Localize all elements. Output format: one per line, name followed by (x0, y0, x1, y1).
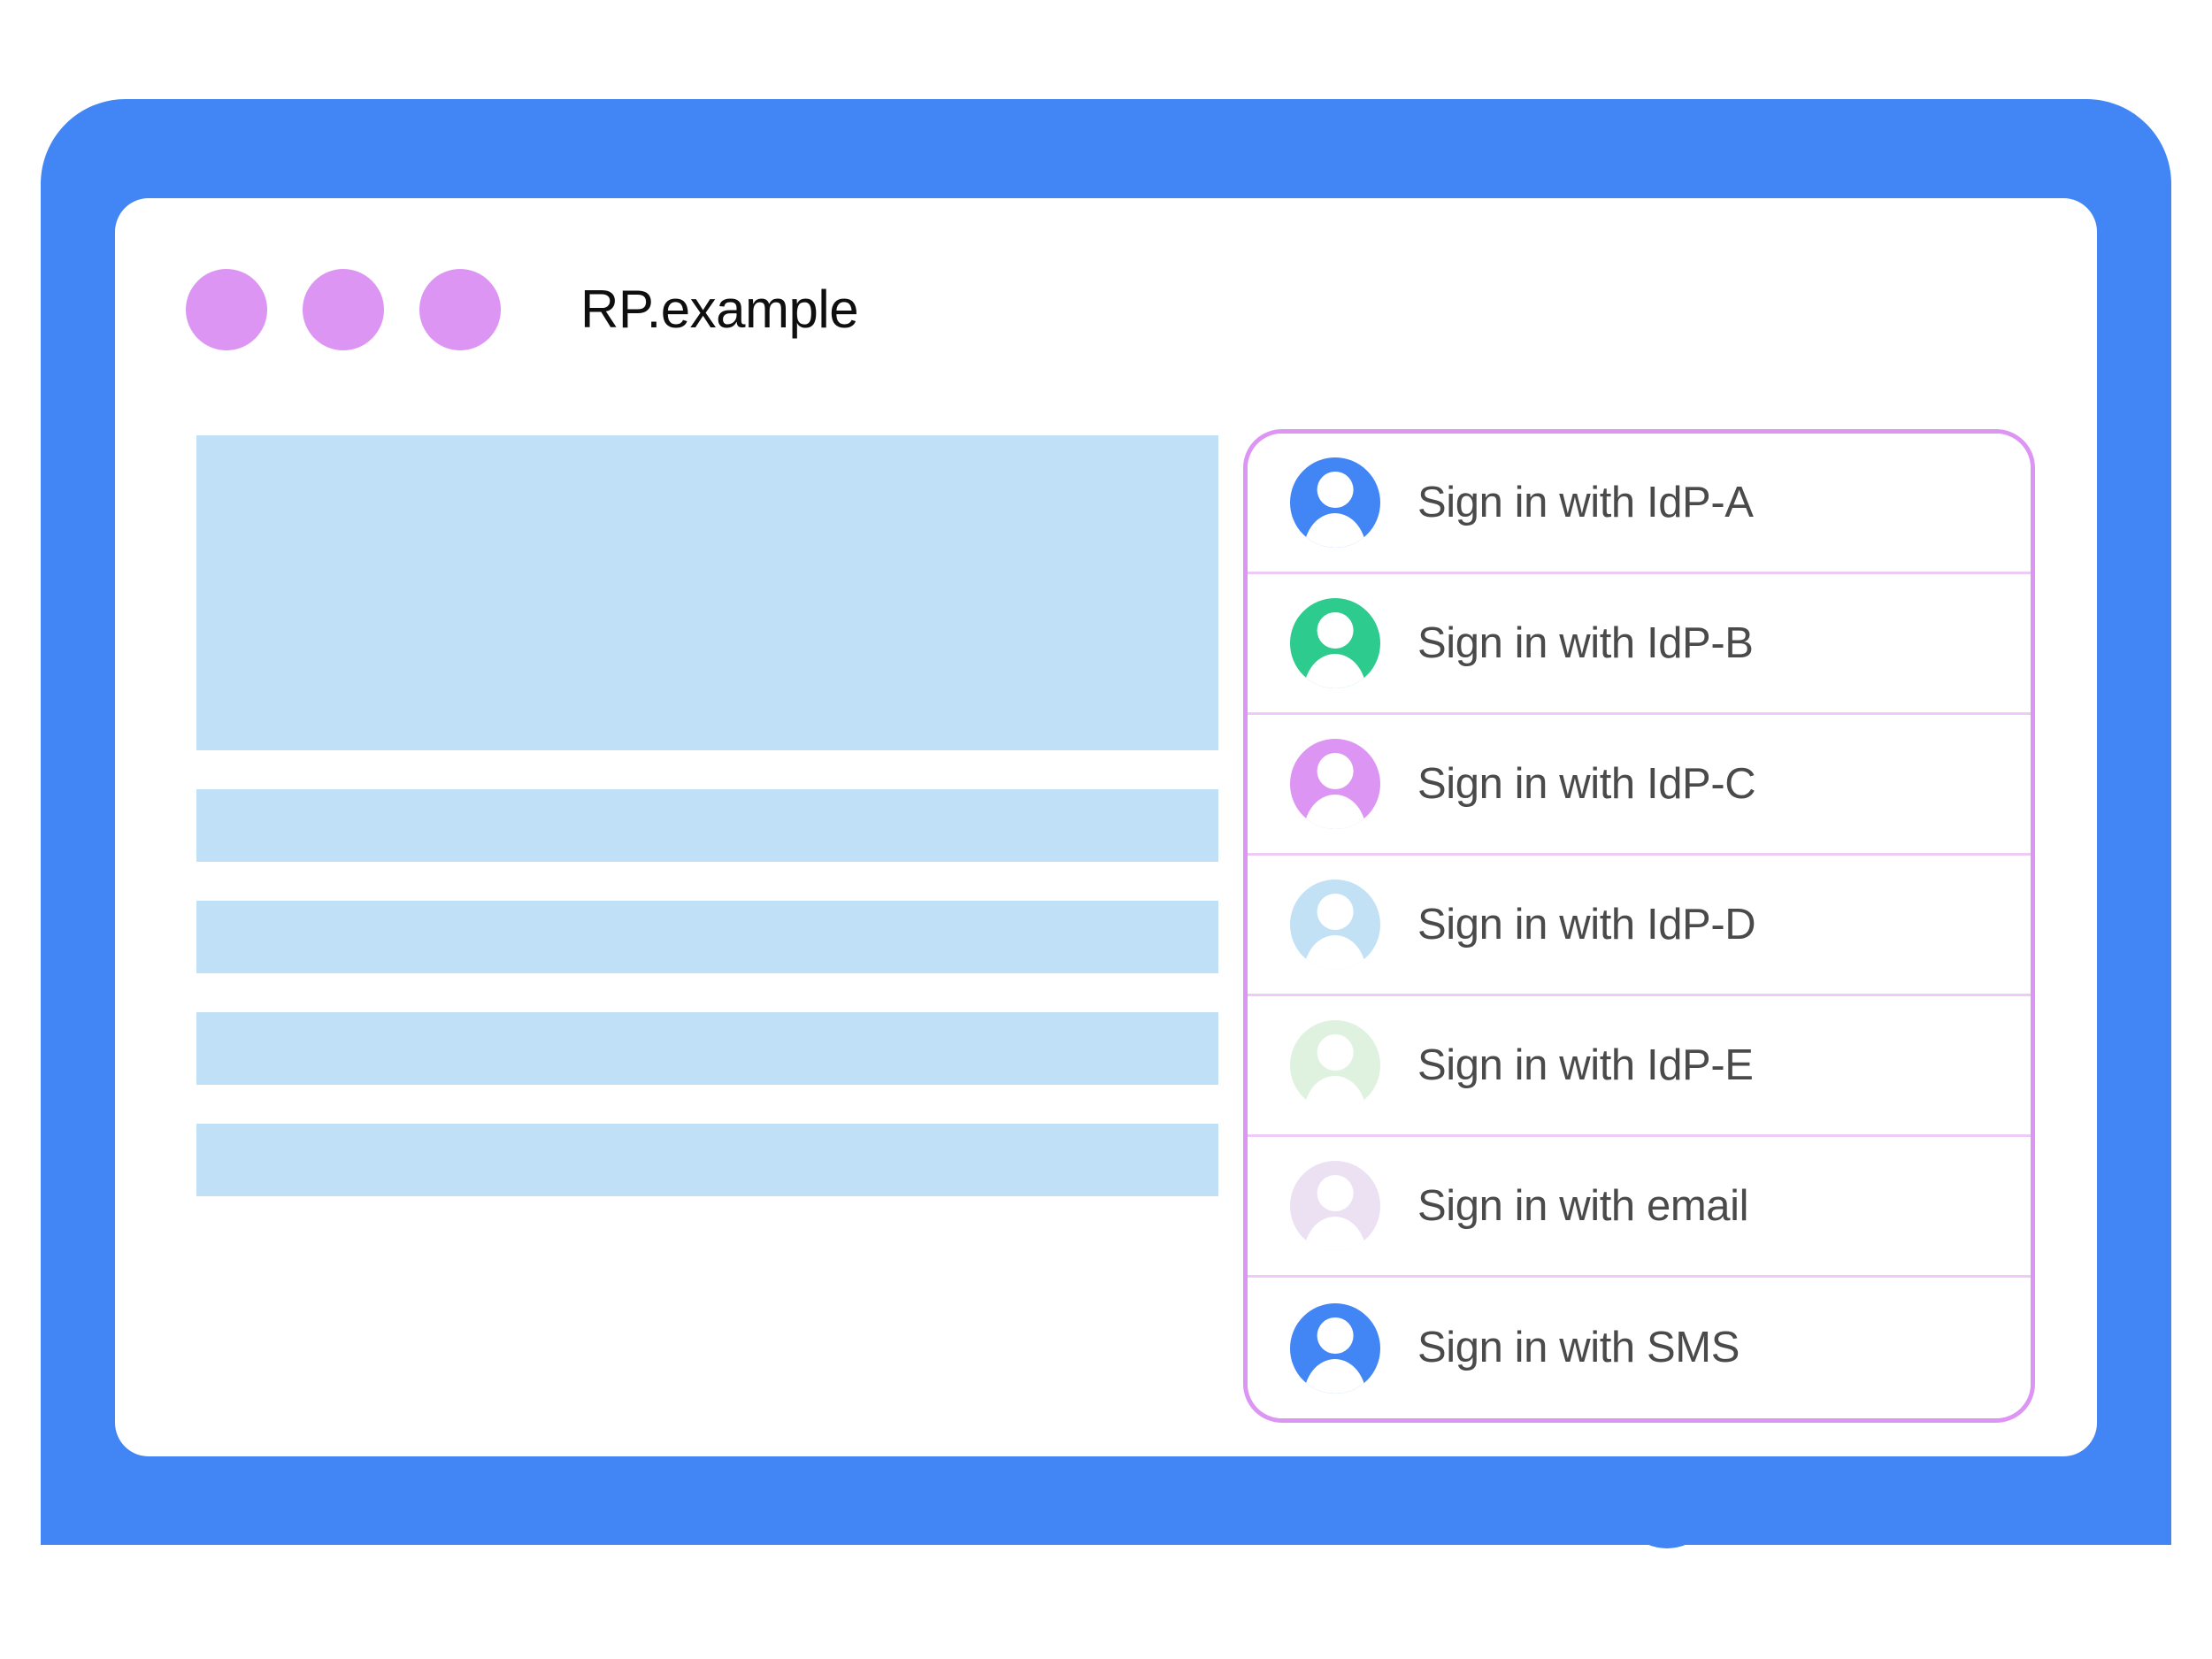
avatar-head (1317, 1317, 1354, 1354)
account-label: Sign in with IdP-C (1417, 759, 1756, 808)
avatar-idp-c-icon (1290, 739, 1380, 829)
avatar-body (1303, 935, 1367, 970)
line-placeholder-2 (196, 901, 1218, 973)
avatar-head (1317, 894, 1354, 931)
account-label: Sign in with IdP-E (1417, 1041, 1754, 1089)
line-placeholder-3 (196, 1012, 1218, 1085)
avatar-sms-icon (1290, 1302, 1380, 1394)
account-row[interactable]: Sign in with email (1248, 1137, 2031, 1278)
account-label: Sign in with email (1417, 1181, 1749, 1230)
account-label: Sign in with IdP-D (1417, 900, 1756, 949)
account-row[interactable]: Sign in with IdP-A (1248, 434, 2031, 574)
page-content-skeleton (196, 435, 1218, 1196)
origin-label: RP.example (580, 280, 859, 339)
avatar-head (1317, 1034, 1354, 1071)
avatar-body (1303, 1358, 1367, 1394)
avatar-head (1317, 612, 1354, 649)
avatar-idp-d-icon (1290, 879, 1380, 970)
account-label: Sign in with IdP-B (1417, 618, 1754, 667)
account-row[interactable]: Sign in with IdP-B (1248, 574, 2031, 715)
account-label: Sign in with SMS (1417, 1324, 1740, 1371)
avatar-head (1317, 753, 1354, 790)
account-row[interactable]: Sign in with IdP-E (1248, 996, 2031, 1137)
device-home-button[interactable] (1617, 1449, 1717, 1548)
window-dot-2-icon[interactable] (303, 269, 384, 350)
browser-chrome-bar: RP.example (186, 269, 859, 350)
line-placeholder-1 (196, 789, 1218, 862)
avatar-idp-a-icon (1290, 457, 1380, 548)
avatar-body (1303, 1217, 1367, 1251)
account-label: Sign in with IdP-A (1417, 478, 1754, 526)
window-dot-1-icon[interactable] (186, 269, 267, 350)
avatar-email-icon (1290, 1161, 1380, 1251)
hero-placeholder (196, 435, 1218, 750)
avatar-body (1303, 513, 1367, 548)
device-bezel-bottom-left (41, 1451, 1580, 1545)
avatar-idp-e-icon (1290, 1020, 1380, 1110)
avatar-body (1303, 795, 1367, 829)
window-dot-3-icon[interactable] (419, 269, 501, 350)
account-row[interactable]: Sign in with SMS (1248, 1278, 2031, 1418)
account-chooser-card: Sign in with IdP-A Sign in with IdP-B Sign… (1243, 429, 2035, 1423)
line-placeholder-4 (196, 1124, 1218, 1196)
account-row[interactable]: Sign in with IdP-D (1248, 856, 2031, 996)
account-row[interactable]: Sign in with IdP-C (1248, 715, 2031, 856)
avatar-idp-b-icon (1290, 598, 1380, 688)
avatar-body (1303, 1076, 1367, 1110)
avatar-head (1317, 472, 1354, 509)
avatar-body (1303, 654, 1367, 688)
device-bezel-bottom-right (1741, 1451, 2171, 1545)
avatar-head (1317, 1175, 1354, 1212)
